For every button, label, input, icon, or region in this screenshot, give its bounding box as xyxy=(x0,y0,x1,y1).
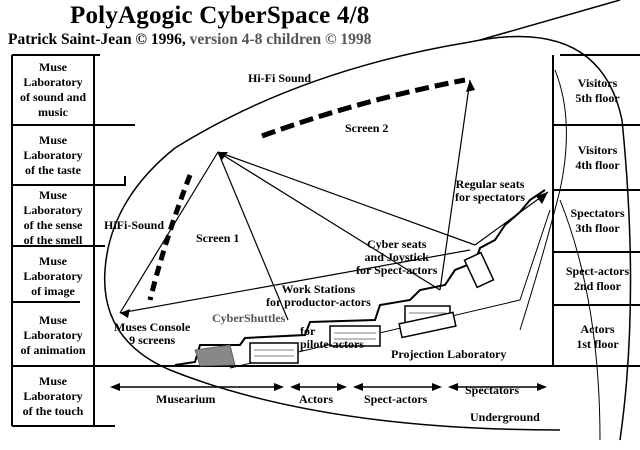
label-screen1: Screen 1 xyxy=(196,231,240,245)
axis-label-underground: Underground xyxy=(470,410,540,424)
label-muses-console: Muses Console 9 screens xyxy=(114,320,191,347)
axis-label-spect-actors: Spect-actors xyxy=(364,392,428,406)
floor-slope xyxy=(229,209,551,369)
page-title: PolyAgogic CyberSpace 4/8 xyxy=(70,2,370,29)
label-for-pilote-text: for pilote-actors xyxy=(300,324,364,351)
box-actors-1st: Actors 1st floor xyxy=(576,322,619,351)
axis-label-actors: Actors xyxy=(299,392,333,406)
label-for-pilote: for pilote-actors xyxy=(232,312,364,364)
credit-text: Patrick Saint-Jean © 1996, xyxy=(8,31,186,48)
box-visitors-5th: Visitors 5th floor xyxy=(575,76,620,105)
box-muse-smell: Muse Laboratory of the sense of the smel… xyxy=(23,188,83,247)
label-cybershuttles: CyberShuttles xyxy=(212,311,286,325)
label-screen2: Screen 2 xyxy=(345,121,389,135)
tiered-seating xyxy=(174,189,546,366)
label-hifi-sound-top: Hi-Fi Sound xyxy=(248,71,312,85)
subtitle: Patrick Saint-Jean © 1996, version 4-8 c… xyxy=(8,31,371,49)
shell-outer-curve xyxy=(174,35,632,441)
right-shell-inner xyxy=(559,199,601,441)
label-work-stations: Work Stations for productor-actors xyxy=(266,282,371,309)
screen2-panel xyxy=(261,77,466,139)
screen1-panel xyxy=(147,174,193,301)
box-muse-image: Muse Laboratory of image xyxy=(23,254,83,298)
shell-lower-curve xyxy=(103,147,561,431)
bottom-axis-arrowheads xyxy=(110,383,547,391)
box-spectators-3th: Spectators 3th floor xyxy=(570,206,625,235)
box-muse-animation: Muse Laboratory of animation xyxy=(20,313,86,357)
left-column-grid xyxy=(11,54,610,427)
axis-label-spectators: Spectators xyxy=(465,383,519,397)
box-muse-sound: Muse Laboratory of sound and music xyxy=(19,60,87,119)
label-cyber-seats: Cyber seats and Joystick for Spect-actor… xyxy=(356,237,438,277)
label-projection-lab: Projection Laboratory xyxy=(391,347,507,361)
axis-label-musearium: Musearium xyxy=(156,392,216,406)
projection-lines xyxy=(119,79,549,321)
box-spectactors-2nd: Spect-actors 2nd floor xyxy=(565,264,630,293)
work-station-boxes xyxy=(249,251,495,364)
label-hifi-sound-left: HiFi-Sound xyxy=(104,218,165,232)
label-regular-seats: Regular seats for spectators xyxy=(455,177,526,204)
inner-back-curve xyxy=(519,69,567,331)
box-visitors-4th: Visitors 4th floor xyxy=(575,143,620,172)
console-shading xyxy=(194,312,446,367)
right-column-grid xyxy=(552,54,640,367)
version-text: version 4-8 children © 1998 xyxy=(189,31,372,48)
box-muse-touch: Muse Laboratory of the touch xyxy=(22,374,84,418)
shell-top-line xyxy=(479,0,621,41)
box-muse-taste: Muse Laboratory of the taste xyxy=(23,133,83,177)
